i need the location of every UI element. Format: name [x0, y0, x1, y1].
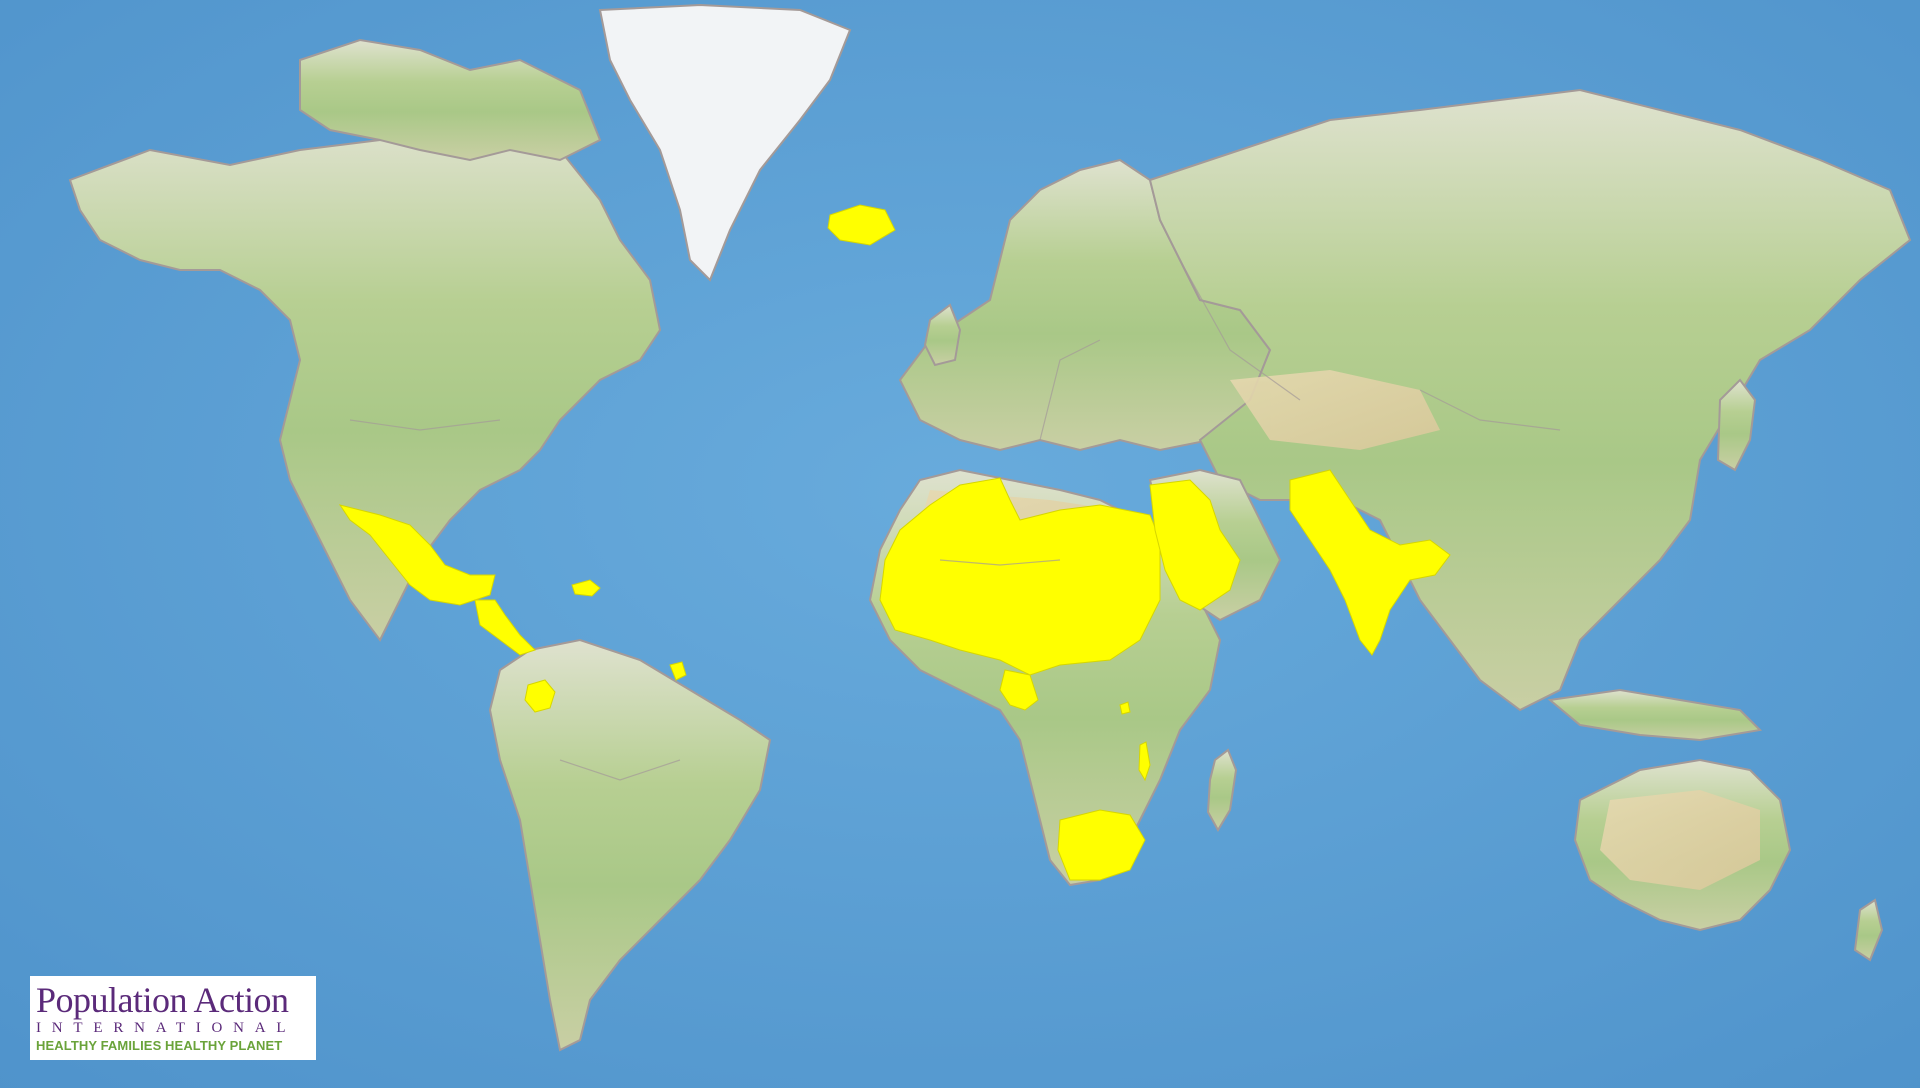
- madagascar: [1206, 748, 1238, 832]
- logo-subtitle: INTERNATIONAL: [36, 1020, 297, 1036]
- cameroon: [999, 669, 1039, 711]
- hispaniola: [571, 579, 601, 597]
- central-asia-desert: [1230, 370, 1440, 450]
- iceland: [827, 204, 896, 246]
- asia: [1148, 88, 1912, 712]
- south-america: [488, 638, 772, 1052]
- logo-name: Population Action: [36, 980, 289, 1020]
- organization-logo: Population Action INTERNATIONAL HEALTHY …: [30, 976, 316, 1060]
- south-africa: [1057, 809, 1146, 881]
- british-isles: [923, 303, 962, 367]
- arctic-islands: [299, 38, 602, 162]
- highlight-layer: [338, 204, 1451, 881]
- ecuador: [524, 679, 556, 713]
- malawi: [1138, 741, 1151, 782]
- central-america: [474, 599, 536, 656]
- japan: [1716, 378, 1757, 472]
- greenland: [598, 3, 852, 282]
- south-asia: [1289, 469, 1451, 656]
- australia-desert: [1600, 790, 1760, 890]
- saudi-arabia: [1149, 479, 1241, 611]
- north-west-africa: [879, 477, 1161, 676]
- new-zealand: [1853, 898, 1884, 962]
- indonesia: [1547, 688, 1763, 742]
- rwanda: [1119, 701, 1131, 715]
- border-lines: [349, 259, 1561, 781]
- logo-tagline: HEALTHY FAMILIES HEALTHY PLANET: [36, 1038, 283, 1053]
- suriname: [669, 661, 687, 681]
- mexico: [338, 504, 496, 606]
